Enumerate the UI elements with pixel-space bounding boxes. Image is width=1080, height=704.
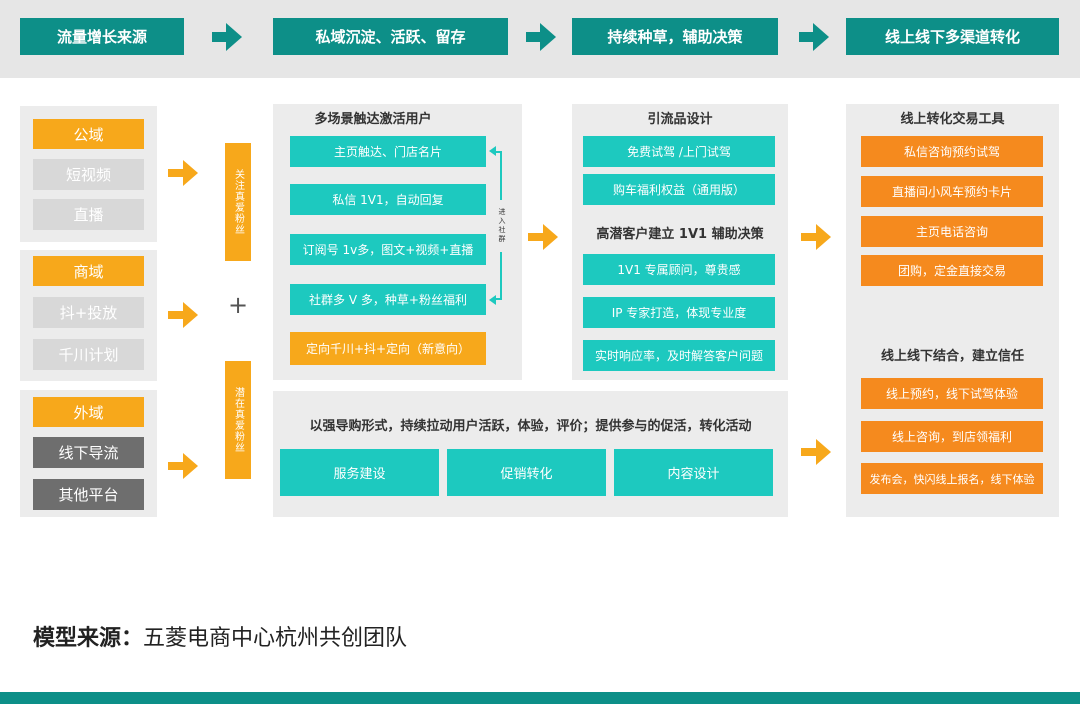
bottom-bar [0,692,1080,704]
qianchuan-box: 千川计划 [33,339,144,370]
flow-arrow-icon [168,453,200,479]
label: 私信咨询预约试驾 [903,145,1000,159]
label: 潜在真爱粉丝 [232,387,244,453]
label: 促销转化 [500,467,553,482]
phone-consult-box: 主页电话咨询 [861,216,1043,247]
live-card-box: 直播间小风车预约卡片 [861,176,1043,207]
conversion-title: 线上转化交易工具 [846,108,1059,127]
label: 以强导购形式，持续拉动用户活跃，体验，评价；提供参与的促活，转化活动 [309,418,752,434]
activation-title: 多场景触达激活用户 [273,108,473,127]
community-box: 社群多 V 多，种草+粉丝福利 [290,284,486,315]
label: 关注真爱粉丝 [232,169,244,235]
label: 线上转化交易工具 [900,111,1005,127]
online-booking-box: 线上预约，线下试驾体验 [861,378,1043,409]
label: 线下导流 [58,444,119,462]
label: 千川计划 [58,346,119,364]
stage-seeding: 持续种草，辅助决策 [572,18,778,55]
stage-label: 持续种草，辅助决策 [607,28,743,46]
label: 线上线下结合，建立信任 [880,348,1024,364]
label: 高潜客户建立 1V1 辅助决策 [596,226,764,242]
label: 内容设计 [667,467,720,482]
label: 发布会，快闪线上报名，线下体验 [869,472,1035,486]
source-text: 五菱电商中心杭州共创团队 [143,626,408,651]
stage-label: 流量增长来源 [56,28,147,46]
external-domain-title: 外域 [33,397,144,427]
plus-icon: + [226,291,250,319]
label: 免费试驾 /上门试驾 [627,145,731,159]
other-platform-box: 其他平台 [33,479,144,510]
label: 社群多 V 多，种草+粉丝福利 [309,293,467,307]
label: 服务建设 [333,467,386,482]
label: 引流品设计 [647,111,713,127]
bracket-arrow-icon [489,295,496,305]
label: 直播间小风车预约卡片 [891,185,1012,199]
source-label: 模型来源： [33,626,144,651]
realtime-response-box: 实时响应率，及时解答客户问题 [583,340,775,371]
label: 线上预约，线下试驾体验 [885,387,1018,401]
label: 定向千川+抖+定向（新意向） [305,342,471,356]
label: IP 专家打造，体现专业度 [611,306,747,320]
label: 1V1 专属顾问，尊贵感 [617,263,741,277]
flow-arrow-icon [801,439,833,465]
label: 短视频 [65,166,111,184]
label: 其他平台 [58,486,119,504]
dm-box: 私信 1V1，自动回复 [290,184,486,215]
label: 进入社群 [498,208,506,244]
flow-arrow-icon [801,224,833,250]
label: 订阅号 1v多，图文+视频+直播 [302,243,474,257]
flow-arrow-icon [168,302,200,328]
flow-arrow-icon [168,160,200,186]
group-buy-box: 团购，定金直接交易 [861,255,1043,286]
label: 主页电话咨询 [915,225,988,239]
online-consult-box: 线上咨询，到店领福利 [861,421,1043,452]
flow-arrow-icon [528,224,560,250]
purchase-benefits-box: 购车福利权益（通用版） [583,174,775,205]
ip-expert-box: IP 专家打造，体现专业度 [583,297,775,328]
homepage-reach-box: 主页触达、门店名片 [290,136,486,167]
dm-booking-box: 私信咨询预约试驾 [861,136,1043,167]
bracket-arrow-icon [489,146,496,156]
dedicated-advisor-box: 1V1 专属顾问，尊贵感 [583,254,775,285]
stage-label: 私域沉淀、活跃、留存 [315,28,466,46]
promotion-conversion-box: 促销转化 [447,449,606,496]
potential-fans-strip: 潜在真爱粉丝 [225,361,251,479]
leadgen-title: 引流品设计 [572,108,788,127]
douplus-box: 抖+投放 [33,297,144,328]
followed-fans-strip: 关注真爱粉丝 [225,143,251,261]
label: 商域 [73,262,104,281]
enter-community-label: 进入社群 [496,200,508,252]
label: 直播 [73,206,104,224]
label: 线上咨询，到店领福利 [891,430,1012,444]
service-building-box: 服务建设 [280,449,439,496]
promo-title: 以强导购形式，持续拉动用户活跃，体验，评价；提供参与的促活，转化活动 [273,414,788,434]
mall-domain-title: 商域 [33,256,144,286]
offline-box: 线下导流 [33,437,144,468]
subscription-box: 订阅号 1v多，图文+视频+直播 [290,234,486,265]
leadgen-subtitle: 高潜客户建立 1V1 辅助决策 [572,222,788,242]
targeted-ads-box: 定向千川+抖+定向（新意向） [290,332,486,365]
label: 多场景触达激活用户 [314,111,432,127]
stage-conversion: 线上线下多渠道转化 [846,18,1059,55]
label: 购车福利权益（通用版） [612,183,745,197]
label: 主页触达、门店名片 [333,145,442,159]
launch-event-box: 发布会，快闪线上报名，线下体验 [861,463,1043,494]
label: 抖+投放 [59,304,118,322]
conversion-subtitle: 线上线下结合，建立信任 [846,344,1059,364]
short-video-box: 短视频 [33,159,144,190]
stage-traffic-sources: 流量增长来源 [20,18,184,55]
label: 外域 [73,403,104,422]
free-test-drive-box: 免费试驾 /上门试驾 [583,136,775,167]
label: 公域 [73,125,104,144]
live-box: 直播 [33,199,144,230]
label: 实时响应率，及时解答客户问题 [594,349,763,363]
stage-private-domain: 私域沉淀、活跃、留存 [273,18,508,55]
content-design-box: 内容设计 [614,449,773,496]
label: 团购，定金直接交易 [897,264,1006,278]
stage-label: 线上线下多渠道转化 [884,28,1020,46]
model-source: 模型来源：五菱电商中心杭州共创团队 [33,620,633,651]
public-domain-title: 公域 [33,119,144,149]
label: + [227,291,249,319]
label: 私信 1V1，自动回复 [332,193,444,207]
